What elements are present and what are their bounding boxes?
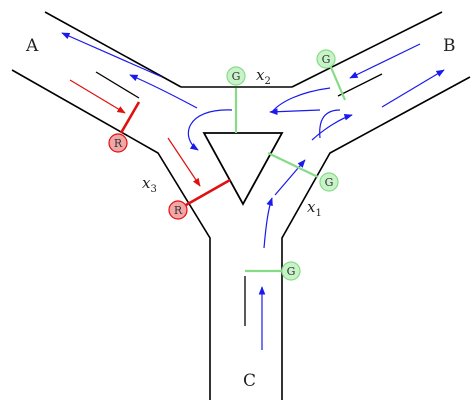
signal-bottom: G (245, 261, 301, 281)
lane-divider-a (95, 71, 140, 99)
signal-top: G (226, 66, 246, 133)
signal-mid-right-label: G (325, 176, 334, 189)
label-b: B (443, 36, 456, 56)
signal-mid-right: G (267, 152, 339, 192)
road-edge-left (11, 69, 211, 400)
flow-b-curve (271, 87, 331, 113)
signal-left-upper-label: R (114, 137, 123, 150)
road-outline (11, 11, 471, 400)
flow-b-to-top (269, 108, 321, 116)
lane-divider-b (337, 73, 383, 97)
signal-top-label: G (232, 70, 241, 83)
red-flow-in-a (69, 79, 126, 114)
flow-x1-up (274, 159, 306, 196)
flow-right-arc (319, 109, 341, 139)
red-flow-x3 (167, 137, 201, 187)
road-edge-top-left (44, 11, 182, 88)
label-x3: x3 (142, 174, 157, 195)
road-edge-right (281, 76, 471, 400)
flow-x1-to-b (311, 113, 353, 141)
label-x2: x2 (256, 66, 271, 87)
label-a: A (25, 36, 39, 56)
flow-out-a (61, 32, 163, 78)
label-c: C (243, 371, 256, 391)
signal-left-upper: R (108, 101, 141, 153)
flow-out-b (381, 69, 445, 108)
road-edge-top-right (291, 11, 443, 88)
signal-right-upper-label: G (322, 53, 331, 66)
signal-bottom-label: G (287, 265, 296, 278)
flow-top-to-a (129, 74, 198, 109)
blue-flows (61, 32, 445, 350)
signal-left-lower: R (168, 178, 231, 220)
flow-top-arc (187, 109, 233, 151)
flow-in-b (349, 43, 421, 79)
central-island (202, 132, 284, 206)
label-x1: x1 (307, 198, 322, 219)
signal-right-upper: G (316, 49, 347, 101)
flow-c-to-x1 (263, 197, 273, 249)
signal-left-lower-label: R (174, 204, 183, 217)
red-flows (69, 79, 201, 187)
